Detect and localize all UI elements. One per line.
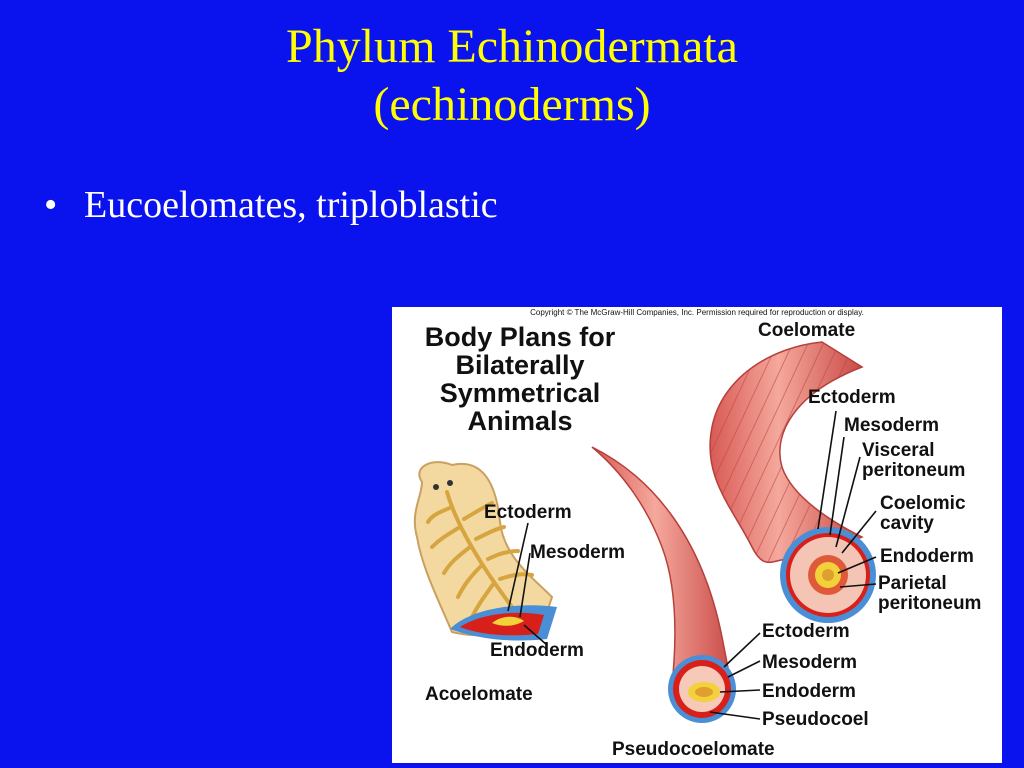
coelomate-name-label: Coelomate: [758, 320, 856, 341]
slide-title-line-1: Phylum Echinodermata: [286, 20, 738, 73]
figure-title-line-1: Body Plans for: [424, 322, 616, 352]
coelomate-parietal-label-2: peritoneum: [878, 593, 982, 614]
earthworm-illustration: [709, 341, 876, 623]
bullet-text: Eucoelomates, triploblastic: [84, 184, 498, 226]
coelomate-endoderm-label: Endoderm: [880, 546, 974, 567]
pseudocoelomate-ectoderm-label: Ectoderm: [762, 621, 850, 642]
bullet-icon: •: [44, 184, 58, 226]
leader-lines: [507, 410, 877, 720]
acoelomate-endoderm-label: Endoderm: [490, 640, 584, 661]
figure-title-line-3: Symmetrical: [439, 378, 601, 408]
flatworm-illustration: [413, 461, 557, 641]
coelomate-coelomic-label: Coelomic: [880, 493, 966, 514]
pseudocoelomate-pseudocoel-label: Pseudocoel: [762, 709, 869, 730]
pseudocoelomate-mesoderm-label: Mesoderm: [762, 652, 858, 673]
acoelomate-mesoderm-label: Mesoderm: [530, 542, 626, 563]
coelomate-visceral-label: Visceral: [862, 440, 935, 461]
figure-title-line-4: Animals: [467, 406, 573, 436]
acoelomate-name-label: Acoelomate: [425, 684, 533, 705]
coelomate-visceral-label-2: peritoneum: [862, 460, 966, 481]
coelomate-parietal-label: Parietal: [878, 573, 947, 594]
copyright-notice: Copyright © The McGraw-Hill Companies, I…: [530, 308, 864, 317]
acoelomate-ectoderm-label: Ectoderm: [484, 502, 572, 523]
body-plans-illustration: [413, 341, 877, 723]
pseudocoelomate-endoderm-label: Endoderm: [762, 681, 856, 702]
slide-title: Phylum Echinodermata (echinoderms): [0, 18, 1024, 134]
figure-title: Body Plans for Bilaterally Symmetrical A…: [400, 323, 640, 435]
coelomate-mesoderm-label: Mesoderm: [844, 415, 940, 436]
pseudocoelomate-name-label: Pseudocoelomate: [612, 739, 775, 760]
bullet-item: • Eucoelomates, triploblastic: [44, 182, 498, 228]
body-plans-figure: Copyright © The McGraw-Hill Companies, I…: [392, 307, 1002, 763]
coelomate-ectoderm-label: Ectoderm: [808, 387, 896, 408]
roundworm-illustration: [591, 446, 736, 723]
slide-title-line-2: (echinoderms): [373, 78, 651, 131]
figure-title-line-2: Bilaterally: [455, 350, 585, 380]
coelomate-coelomic-label-2: cavity: [880, 513, 934, 534]
